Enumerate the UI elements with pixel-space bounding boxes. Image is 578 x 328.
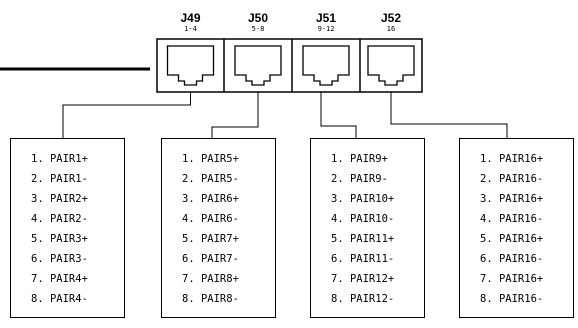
pinout-box-j49: 1. PAIR1+ 2. PAIR1- 3. PAIR2+ 4. PAIR2- 5. P… (10, 138, 125, 318)
pinout-line: 2. PAIR16- (480, 173, 544, 185)
pinout-line: 2. PAIR9- (331, 173, 388, 185)
pinout-line: 5. PAIR3+ (31, 233, 88, 245)
jack-connector-line (62, 92, 191, 138)
pinout-line: 6. PAIR7- (182, 253, 239, 265)
pinout-box-j51: 1. PAIR9+ 2. PAIR9- 3. PAIR10+ 4. PAIR10- 5.… (310, 138, 425, 318)
rj45-jack-icon (166, 45, 215, 86)
jack-range-j49: 1-4 (184, 25, 197, 33)
pinout-line: 3. PAIR2+ (31, 193, 88, 205)
jack-label-j49: J49 (180, 11, 201, 25)
pinout-line: 1. PAIR16+ (480, 153, 544, 165)
pinout-line: 6. PAIR16- (480, 253, 544, 265)
jack-label-j52: J52 (380, 11, 402, 25)
jack-connector-line (390, 92, 508, 138)
jack-connector-line (211, 92, 259, 138)
pinout-line: 4. PAIR16- (480, 213, 544, 225)
pinout-line: 8. PAIR4- (31, 293, 88, 305)
pinout-line: 6. PAIR11- (331, 253, 395, 265)
jack-range-j52: 16 (386, 25, 396, 33)
pinout-line: 8. PAIR8- (182, 293, 239, 305)
pinout-line: 7. PAIR8+ (182, 273, 239, 285)
pinout-line: 1. PAIR5+ (182, 153, 239, 165)
pinout-line: 7. PAIR16+ (480, 273, 544, 285)
pinout-line: 8. PAIR12- (331, 293, 395, 305)
pinout-box-j50: 1. PAIR5+ 2. PAIR5- 3. PAIR6+ 4. PAIR6- 5. P… (161, 138, 276, 318)
pinout-line: 6. PAIR3- (31, 253, 88, 265)
rj45-jack-icon (367, 45, 415, 86)
rj45-jack-icon (302, 45, 350, 86)
pinout-line: 4. PAIR2- (31, 213, 88, 225)
pinout-line: 2. PAIR5- (182, 173, 239, 185)
pinout-line: 7. PAIR4+ (31, 273, 88, 285)
jack-range-j50: 5-8 (251, 25, 265, 33)
pinout-line: 3. PAIR16+ (480, 193, 544, 205)
pinout-line: 5. PAIR16+ (480, 233, 544, 245)
pinout-line: 5. PAIR11+ (331, 233, 395, 245)
jack-connector-line (320, 92, 357, 138)
pinout-line: 4. PAIR6- (182, 213, 239, 225)
pinout-line: 1. PAIR1+ (31, 153, 88, 165)
jack-label-j51: J51 (315, 11, 337, 25)
pinout-line: 5. PAIR7+ (182, 233, 239, 245)
pinout-line: 7. PAIR12+ (331, 273, 395, 285)
jack-range-j51: 9-12 (317, 25, 335, 33)
pinout-line: 1. PAIR9+ (331, 153, 388, 165)
pinout-line: 3. PAIR6+ (182, 193, 239, 205)
pinout-line: 2. PAIR1- (31, 173, 88, 185)
rj45-jack-icon (234, 45, 282, 86)
pinout-line: 4. PAIR10- (331, 213, 395, 225)
jack-label-j50: J50 (247, 11, 269, 25)
pinout-line: 3. PAIR10+ (331, 193, 395, 205)
pinout-line: 8. PAIR16- (480, 293, 544, 305)
pinout-box-j52: 1. PAIR16+ 2. PAIR16- 3. PAIR16+ 4. PAIR16-… (459, 138, 574, 318)
